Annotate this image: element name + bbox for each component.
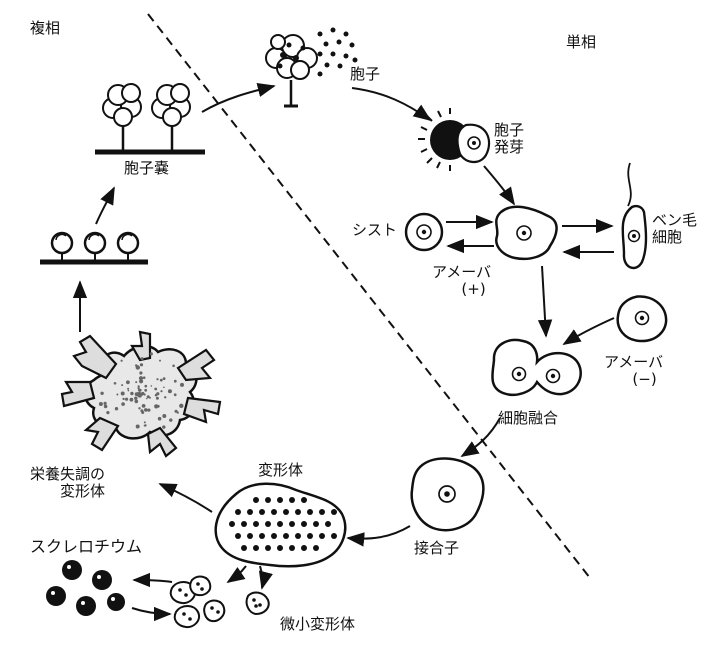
sporangium-label: 胞子嚢 [124, 160, 169, 177]
amoeba-minus-line-1: アメーバ [604, 354, 663, 371]
amoeba-plus-label: アメーバ (+) [432, 264, 491, 299]
diploid-phase-label: 複相 [30, 20, 60, 37]
arrow-germination-to-amoeba [484, 166, 514, 204]
flagellate-cell-line-1: ベン毛 [652, 212, 697, 229]
spore-germination-label: 胞子 発芽 [494, 122, 524, 157]
starved-plasmodium-line-2: 変形体 [30, 483, 105, 500]
sclerotium-icon [46, 560, 125, 616]
microplasmodium-icon [171, 577, 269, 628]
arrow-zygote-to-plasmodium [348, 526, 410, 539]
starved-plasmodium-line-1: 栄養失調の [30, 466, 105, 483]
sclerotium-label: スクレロチウム [30, 538, 142, 556]
arrow-amoeba-to-fusion [542, 266, 546, 336]
germinating-spore-icon [418, 108, 489, 171]
cyst-icon [406, 214, 442, 250]
amoeba-minus-icon [618, 296, 666, 341]
microplasmodium-label: 微小変形体 [280, 616, 355, 633]
haploid-phase-label: 単相 [566, 34, 596, 51]
arrow-fusion-to-zygote [462, 418, 500, 456]
amoeba-minus-line-2: (−) [604, 371, 663, 388]
arrow-sclerotium-to-microplasmodia [132, 608, 170, 614]
arrow-amoeba-minus-to-fusion [564, 318, 614, 344]
spore-label: 胞子 [350, 66, 380, 83]
amoeba-plus-line-2: (+) [432, 281, 491, 298]
flagellate-cell-label: ベン毛 細胞 [652, 212, 697, 247]
spore-germination-line-2: 発芽 [494, 139, 524, 156]
arrow-spore-to-germination [352, 88, 430, 120]
young-sporangia-icon [40, 233, 148, 262]
flagellate-cell-line-2: 細胞 [652, 229, 697, 246]
arrow-plasmodium-to-microplasmodia [228, 566, 246, 582]
starved-plasmodium-label: 栄養失調の 変形体 [30, 466, 105, 501]
arrow-sporangia-to-dehiscence [202, 86, 274, 112]
plasmodium-label: 変形体 [258, 462, 303, 479]
amoeba-minus-label: アメーバ (−) [604, 354, 663, 389]
starved-plasmodium-icon [62, 332, 220, 456]
cell-fusion-icon [492, 340, 580, 395]
dehiscing-sporangium-icon [266, 28, 358, 107]
spore-germination-line-1: 胞子 [494, 122, 524, 139]
cyst-label: シスト [352, 222, 397, 239]
mature-sporangia-icon [95, 84, 205, 152]
arrow-young-to-mature-sporangia [96, 188, 114, 224]
amoeba-plus-icon [496, 207, 556, 259]
flagellate-cell-icon [623, 163, 646, 268]
arrow-plasmodium-to-microplasmodia-2 [260, 566, 263, 588]
plasmodium-icon [216, 484, 346, 567]
cell-fusion-label: 細胞融合 [498, 410, 558, 427]
amoeba-plus-line-1: アメーバ [432, 264, 491, 281]
arrow-plasmodium-to-starved [160, 484, 212, 512]
zygote-icon [412, 458, 484, 530]
arrow-microplasmodia-to-sclerotium [134, 580, 172, 582]
zygote-label: 接合子 [414, 540, 459, 557]
phase-divider-line [148, 14, 590, 578]
